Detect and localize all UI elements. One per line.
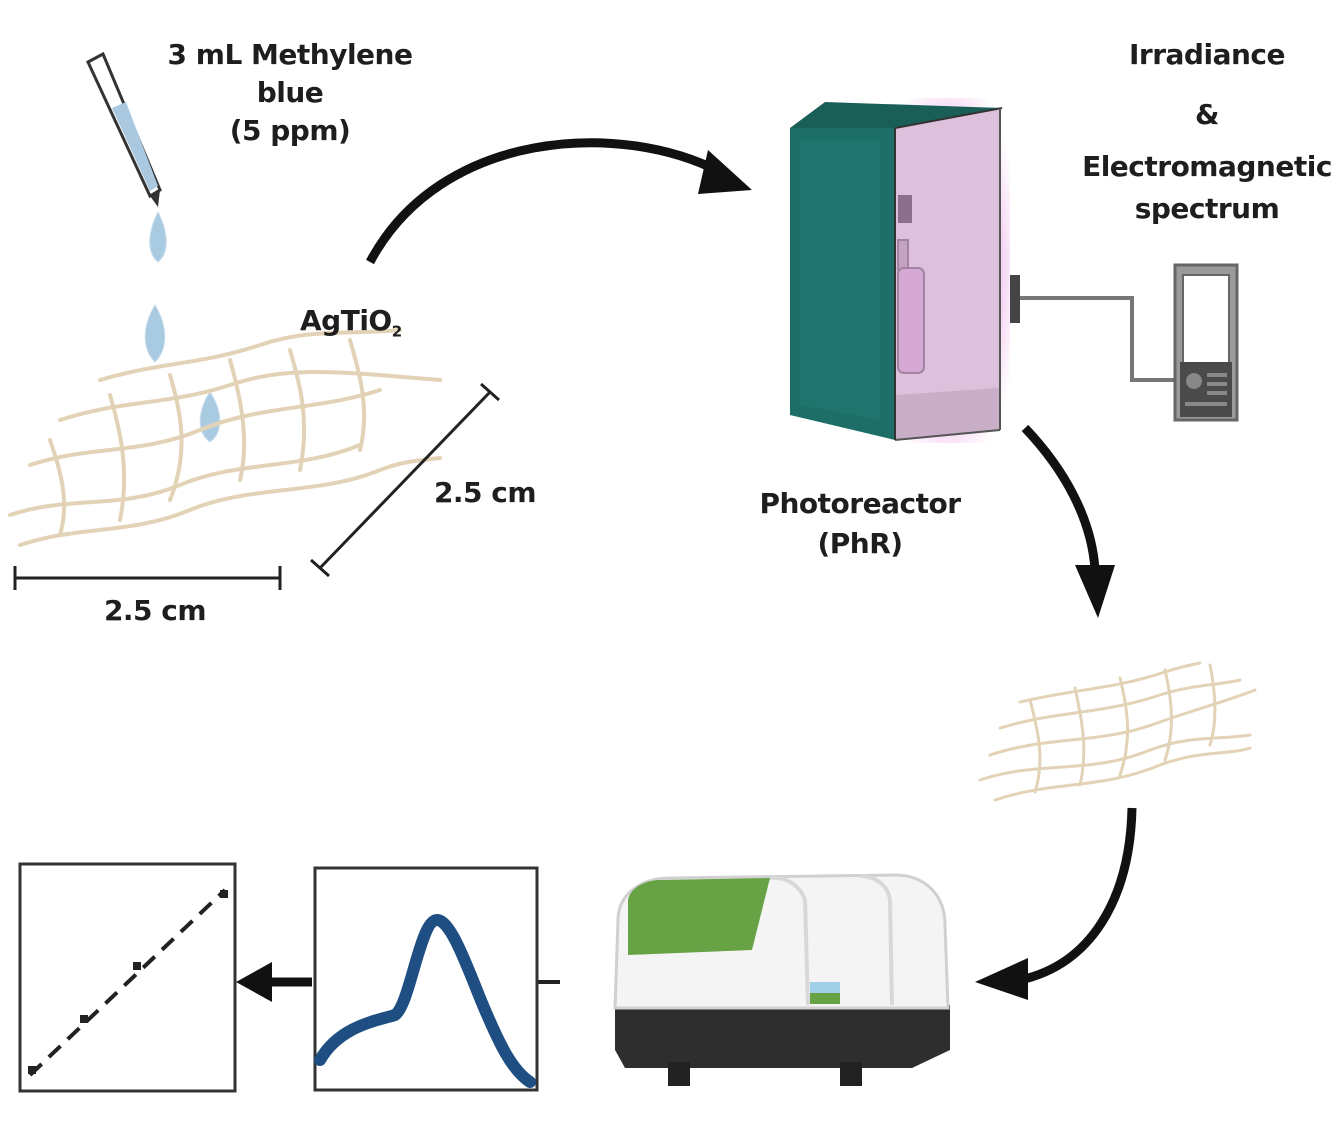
dimension-horizontal-label: 2.5 cm	[103, 594, 207, 627]
mesh-icon	[978, 661, 1257, 802]
arrowhead-to-calibration	[236, 962, 272, 1002]
irradiance-label-line3: Electromagnetic	[1082, 150, 1332, 183]
photoreactor-label-line2: (PhR)	[817, 527, 903, 560]
arrowhead-to-photoreactor	[698, 150, 752, 194]
reagent-label-line1: 3 mL Methylene blue	[167, 38, 413, 109]
irradiance-label: Irradiance & Electromagnetic spectrum	[1082, 34, 1332, 230]
mesh-icon	[8, 328, 442, 547]
absorbance-plot-icon	[313, 866, 560, 1092]
sample-label-main: AgTiO	[300, 304, 392, 337]
photoreactor-label-line1: Photoreactor	[759, 487, 961, 520]
radiometer-icon	[1010, 263, 1239, 422]
pipette-icon	[86, 51, 162, 207]
arrow-to-sample	[1021, 424, 1100, 571]
irradiance-label-line1: Irradiance	[1129, 38, 1286, 71]
reagent-label: 3 mL Methylene blue (5 ppm)	[130, 36, 450, 150]
dimension-diagonal	[310, 382, 500, 578]
arrow-to-photoreactor	[366, 138, 723, 265]
calibration-plot-icon	[18, 862, 237, 1093]
spectrometer-icon	[613, 873, 950, 1086]
dimension-diagonal-label: 2.5 cm	[433, 476, 537, 509]
irradiance-label-line4: spectrum	[1134, 192, 1280, 225]
reagent-label-line2: (5 ppm)	[229, 114, 351, 147]
photoreactor-icon	[790, 98, 1010, 443]
dimension-horizontal	[13, 566, 282, 590]
arrowhead-to-sample	[1075, 565, 1115, 618]
drop-icon	[144, 210, 221, 443]
photoreactor-label: Photoreactor (PhR)	[740, 484, 980, 564]
sample-label-sub: 2	[391, 322, 402, 341]
sample-label: AgTiO2	[300, 302, 440, 351]
arrowhead-to-spectrometer	[975, 958, 1028, 1000]
irradiance-label-line2: &	[1195, 98, 1219, 131]
arrow-to-spectrometer	[1019, 807, 1137, 985]
